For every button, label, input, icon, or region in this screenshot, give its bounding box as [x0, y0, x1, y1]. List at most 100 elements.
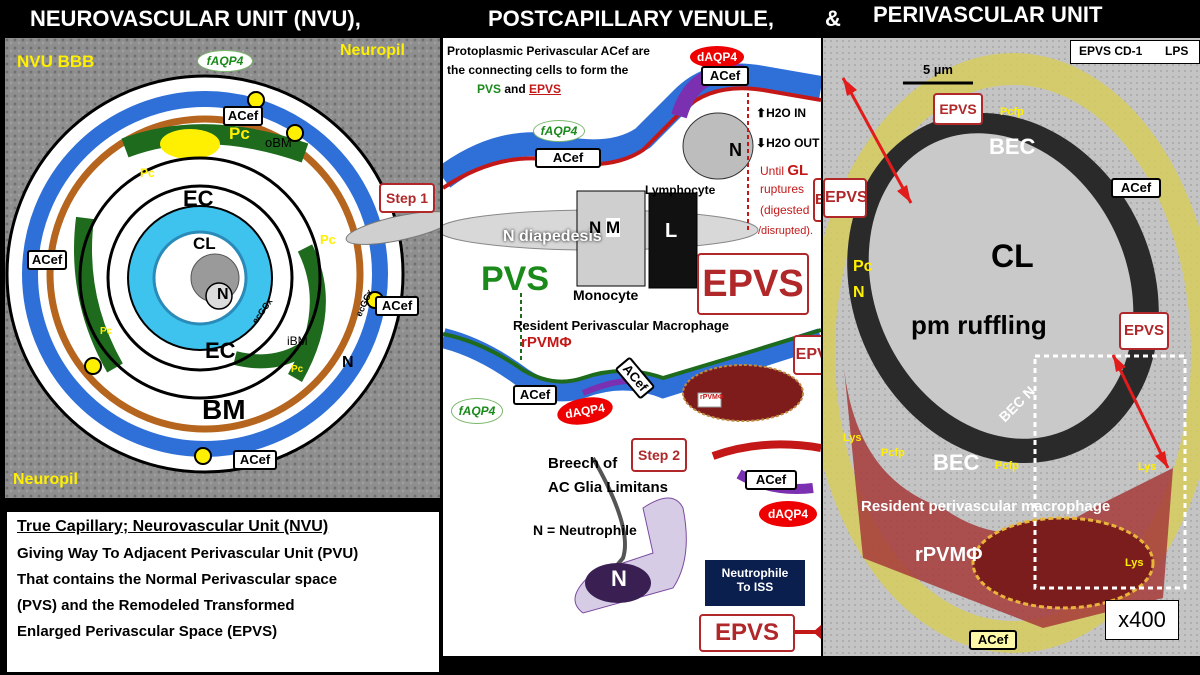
acef-bottom-box: ACef — [513, 385, 557, 405]
digested-label: (digested — [760, 203, 810, 217]
breech-line-1: Breech of — [548, 455, 618, 472]
n-side-label: N — [342, 354, 354, 371]
epvs-right-box-em: EPVS — [1119, 312, 1169, 350]
inset-n: N — [589, 218, 602, 237]
h2o-out-text: H2O OUT — [766, 136, 820, 150]
rpvm-em-label: rPVMΦ — [915, 544, 983, 566]
daqp4-top: dAQP4 — [690, 46, 744, 68]
intro-epvs: EPVS — [529, 82, 562, 96]
until-gl-label: Until GL — [760, 162, 808, 179]
obm-label: oBM — [265, 135, 292, 150]
intro-and: and — [501, 82, 530, 96]
neutrophile-to-iss-box: Neutrophile To ISS — [705, 560, 805, 606]
caption-line-3: That contains the Normal Perivascular sp… — [17, 571, 338, 588]
caption-line-4: (PVS) and the Remodeled Transformed — [17, 597, 295, 614]
resident-macrophage-em-label: Resident perivascular macrophage — [861, 498, 1111, 515]
resident-macrophage-label: Resident Perivascular Macrophage — [513, 318, 730, 333]
pc-label-1: Pc — [229, 124, 250, 143]
epvs-small-box: EPVS — [813, 178, 821, 222]
intro-line-2: the connecting cells to form the — [447, 63, 629, 77]
header-perivascular-unit: PERIVASCULAR UNIT — [873, 2, 1103, 27]
bec-bottom-label: BEC — [933, 450, 980, 475]
breech-line-2: AC Glia Limitans — [548, 479, 669, 496]
pcfp-label-2: Pcfp — [995, 460, 1019, 472]
intro-pvs: PVS — [477, 82, 502, 96]
caption-line-5: Enlarged Perivascular Space (EPVS) — [17, 623, 278, 640]
rpvm-tiny-label: rPVMΦ — [700, 394, 724, 401]
faqp4-pill-bottom: fAQP4 — [451, 398, 503, 424]
neuropil-label-bottom: Neuropil — [13, 471, 78, 488]
pcfp-top-label: Pcfp — [1000, 106, 1024, 118]
lys-label-3: Lys — [1125, 557, 1144, 569]
bec-top-label: BEC — [989, 134, 1036, 159]
neutrophile-cell-label: N — [611, 566, 627, 591]
nucleus-label: N — [217, 286, 229, 303]
pc-label-4: Pc — [100, 326, 113, 337]
acef-lower-box: ACef — [745, 470, 797, 490]
n-middle-label: N — [729, 140, 742, 160]
pc-label-2: Pc — [140, 166, 155, 180]
gl-text: GL — [787, 162, 809, 179]
epvs-right-box: EPVS — [793, 335, 821, 375]
ec-label-bottom: EC — [205, 338, 236, 363]
step1-box: Step 1 — [379, 183, 435, 213]
h2o-in-label: ⬆H2O IN — [756, 106, 807, 120]
header-nvu: NEUROVASCULAR UNIT (NVU), — [30, 6, 361, 31]
epvs-cd1-tag: EPVS CD-1 LPS — [1070, 40, 1200, 64]
acef-box-top: ACef — [223, 106, 263, 126]
intro-line-3: PVS and EPVS — [477, 82, 561, 96]
inset-nm-label: N M — [589, 218, 621, 238]
step2-box: Step 2 — [631, 438, 687, 472]
epvs-big-box: EPVS — [697, 253, 809, 315]
epvs-left-box: EPVS — [823, 178, 868, 218]
faqp4-pill-left: fAQP4 — [197, 50, 253, 72]
neutrophile-iss-line-1: Neutrophile — [721, 566, 789, 580]
lys-label-1: Lys — [843, 432, 862, 444]
scale-bar-label: 5 µm — [923, 62, 953, 77]
ruptures-label: ruptures — [760, 182, 805, 196]
pc-right-label: Pc — [853, 258, 873, 275]
caption-line-2: Giving Way To Adjacent Perivascular Unit… — [17, 545, 359, 562]
acef-box-right: ACef — [375, 296, 419, 316]
pvs-big-label: PVS — [481, 260, 550, 298]
caption-box: True Capillary; Neurovascular Unit (NVU)… — [5, 510, 441, 674]
pc-label-5: Pc — [291, 364, 304, 375]
pm-ruffling-label: pm ruffling — [911, 310, 1047, 340]
postcapillary-venule-panel: Protoplasmic Perivascular ACef are the c… — [443, 38, 821, 656]
acef-mid-box: ACef — [535, 148, 601, 168]
rpvm-label: rPVMΦ — [521, 334, 572, 351]
lys-label-2: Lys — [1138, 461, 1157, 473]
n-right-label: N — [853, 284, 865, 301]
epvs-bottom-box: EPVS — [699, 614, 795, 652]
epvs-cd1-label: EPVS CD-1 — [1079, 44, 1143, 58]
pc-label-3: Pc — [320, 232, 336, 247]
magnification-box: x400 — [1105, 600, 1179, 640]
daqp4-lower: dAQP4 — [759, 501, 817, 527]
acef-box-bottom: ACef — [233, 450, 277, 470]
neuropil-label-top: Neuropil — [340, 42, 405, 59]
cl-label: CL — [193, 234, 216, 253]
h2o-out-label: ⬇H2O OUT — [756, 136, 820, 150]
until-text: Until — [760, 164, 788, 178]
acef-top-middle: ACef — [701, 66, 749, 86]
header-ampersand: & — [825, 6, 841, 31]
ecgcx-label-2: ecGCx — [215, 198, 244, 208]
ibm-label: iBM — [287, 334, 308, 348]
neutrophile-legend: N = Neutrophile — [533, 522, 637, 538]
lps-label: LPS — [1165, 44, 1189, 58]
perivascular-unit-panel: EPVS CD-1 LPS 5 µm EPVS Pcfp BEC ACef EP… — [823, 38, 1200, 656]
header-postcapillary-venule: POSTCAPILLARY VENULE, — [488, 6, 775, 31]
nvu-diagram — [5, 38, 440, 498]
acef-right-box: ACef — [1111, 178, 1161, 198]
acef-bottom-em-box: ACef — [969, 630, 1017, 650]
rpvm-cell-label: rPVMΦ — [683, 342, 734, 359]
epvs-top-box: EPVS — [933, 93, 983, 125]
acef-box-left: ACef — [27, 250, 67, 270]
inset-l-label: L — [665, 220, 678, 242]
intro-line-1: Protoplasmic Perivascular ACef are — [447, 44, 650, 58]
nvu-panel: NVU BBB Neuropil Neuropil fAQP4 ACef ACe… — [5, 38, 440, 498]
n-diapedesis-label: N diapedesis — [503, 228, 602, 245]
nvu-bbb-label: NVU BBB — [17, 52, 95, 71]
h2o-in-text: H2O IN — [766, 106, 807, 120]
monocyte-label: Monocyte — [573, 287, 639, 303]
